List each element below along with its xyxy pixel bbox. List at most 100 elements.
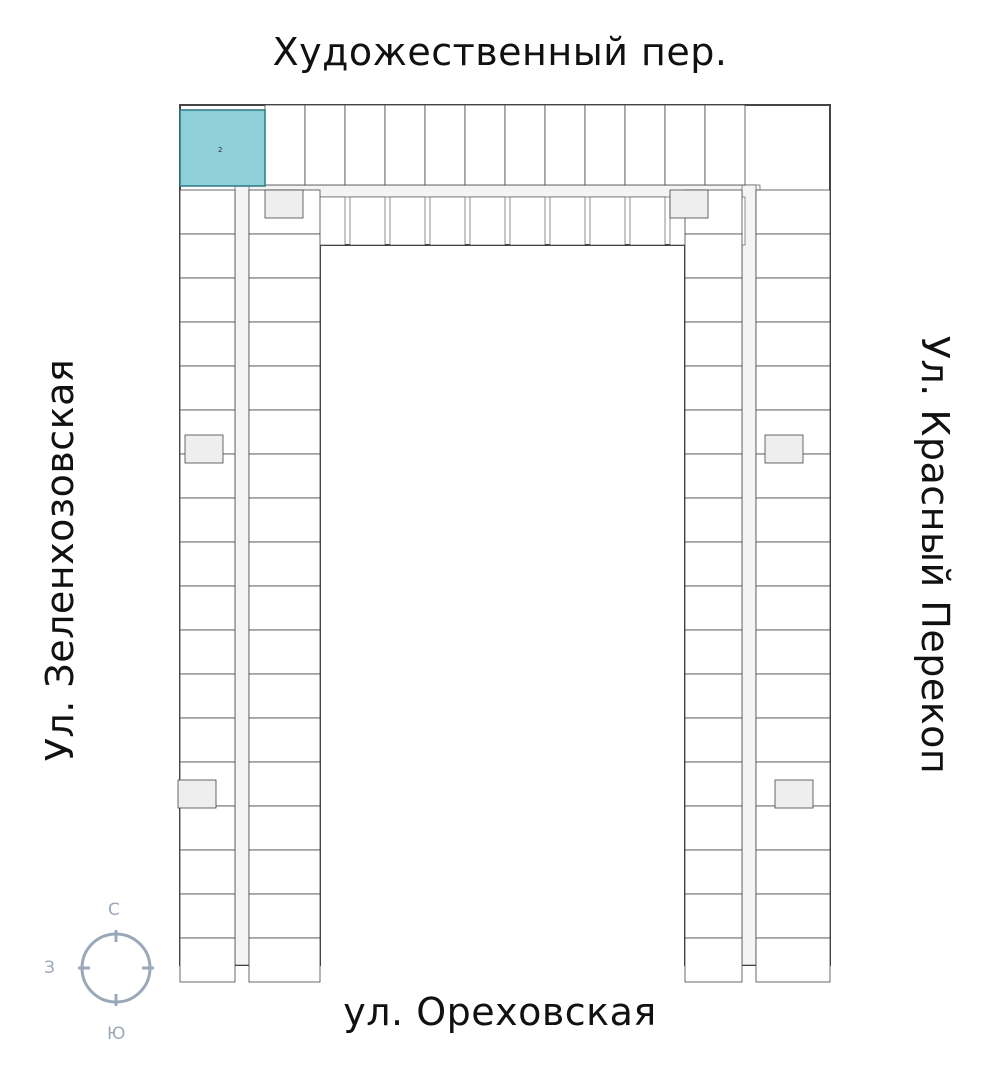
apartment (684, 409, 743, 455)
apartment (755, 673, 831, 719)
corridor-west (234, 184, 250, 966)
apartment (684, 585, 743, 631)
apartment (684, 673, 743, 719)
apartment (755, 497, 831, 543)
apartment (179, 541, 236, 587)
stairwell (177, 779, 217, 809)
apartment (469, 196, 506, 246)
apartment (755, 233, 831, 279)
apartment (344, 104, 386, 186)
highlighted-apartment[interactable] (179, 109, 266, 187)
apartment (179, 629, 236, 675)
apartment (248, 761, 321, 807)
apartment (684, 497, 743, 543)
apartment (684, 893, 743, 939)
apartment (389, 196, 426, 246)
apartment (179, 277, 236, 323)
apartment (589, 196, 626, 246)
apartment (248, 585, 321, 631)
apartment (248, 233, 321, 279)
apartment (248, 937, 321, 983)
apartment (248, 365, 321, 411)
apartment (504, 104, 546, 186)
apartment (248, 277, 321, 323)
apartment (264, 104, 306, 186)
apartment (755, 321, 831, 367)
apartment (684, 541, 743, 587)
corridor-east (741, 184, 757, 966)
apartment (684, 761, 743, 807)
apartment (684, 233, 743, 279)
apartment (179, 233, 236, 279)
apartment (248, 321, 321, 367)
apartment (684, 365, 743, 411)
apartment (429, 196, 466, 246)
apartment (248, 629, 321, 675)
apartment (755, 937, 831, 983)
apartment (755, 585, 831, 631)
apartment (629, 196, 666, 246)
apartment (424, 104, 466, 186)
apartment (248, 717, 321, 763)
apartment (624, 104, 666, 186)
street-label-south: ул. Ореховская (343, 990, 657, 1034)
apartment (179, 937, 236, 983)
stairwell (669, 189, 709, 219)
stairwell (764, 434, 804, 464)
apartment (684, 453, 743, 499)
apartment (304, 104, 346, 186)
apartment (349, 196, 386, 246)
apartment (248, 541, 321, 587)
street-label-north: Художественный пер. (272, 30, 728, 74)
apartment (755, 629, 831, 675)
compass-west-label: З (44, 958, 55, 978)
apartment (384, 104, 426, 186)
apartment (179, 849, 236, 895)
apartment (755, 717, 831, 763)
apartment (755, 189, 831, 235)
compass-north-label: С (108, 900, 120, 920)
apartment (684, 277, 743, 323)
apartment (684, 717, 743, 763)
apartment (179, 805, 236, 851)
apartment (755, 893, 831, 939)
compass-icon (78, 930, 154, 1006)
apartment (584, 104, 626, 186)
apartment (684, 321, 743, 367)
stairwell (264, 189, 304, 219)
apartment (755, 541, 831, 587)
apartment (248, 673, 321, 719)
apartment (179, 717, 236, 763)
apartment (179, 585, 236, 631)
apartment (755, 277, 831, 323)
apartment (179, 321, 236, 367)
apartment (684, 805, 743, 851)
apartment (248, 893, 321, 939)
highlighted-apartment-rooms: 2 (218, 146, 222, 154)
apartment (248, 409, 321, 455)
apartment (684, 937, 743, 983)
apartment (179, 497, 236, 543)
apartment (248, 453, 321, 499)
apartment (755, 805, 831, 851)
apartment (248, 849, 321, 895)
apartment (684, 629, 743, 675)
apartment (464, 104, 506, 186)
apartment (704, 104, 746, 186)
compass-south-label: Ю (107, 1024, 126, 1044)
apartment (664, 104, 706, 186)
apartment (544, 104, 586, 186)
apartment (509, 196, 546, 246)
apartment (179, 673, 236, 719)
apartment (684, 849, 743, 895)
apartment (179, 189, 236, 235)
apartment (179, 893, 236, 939)
apartment (248, 497, 321, 543)
stairwell (184, 434, 224, 464)
apartment (755, 849, 831, 895)
apartment (549, 196, 586, 246)
apartment (248, 805, 321, 851)
apartment (179, 365, 236, 411)
apartment (755, 365, 831, 411)
